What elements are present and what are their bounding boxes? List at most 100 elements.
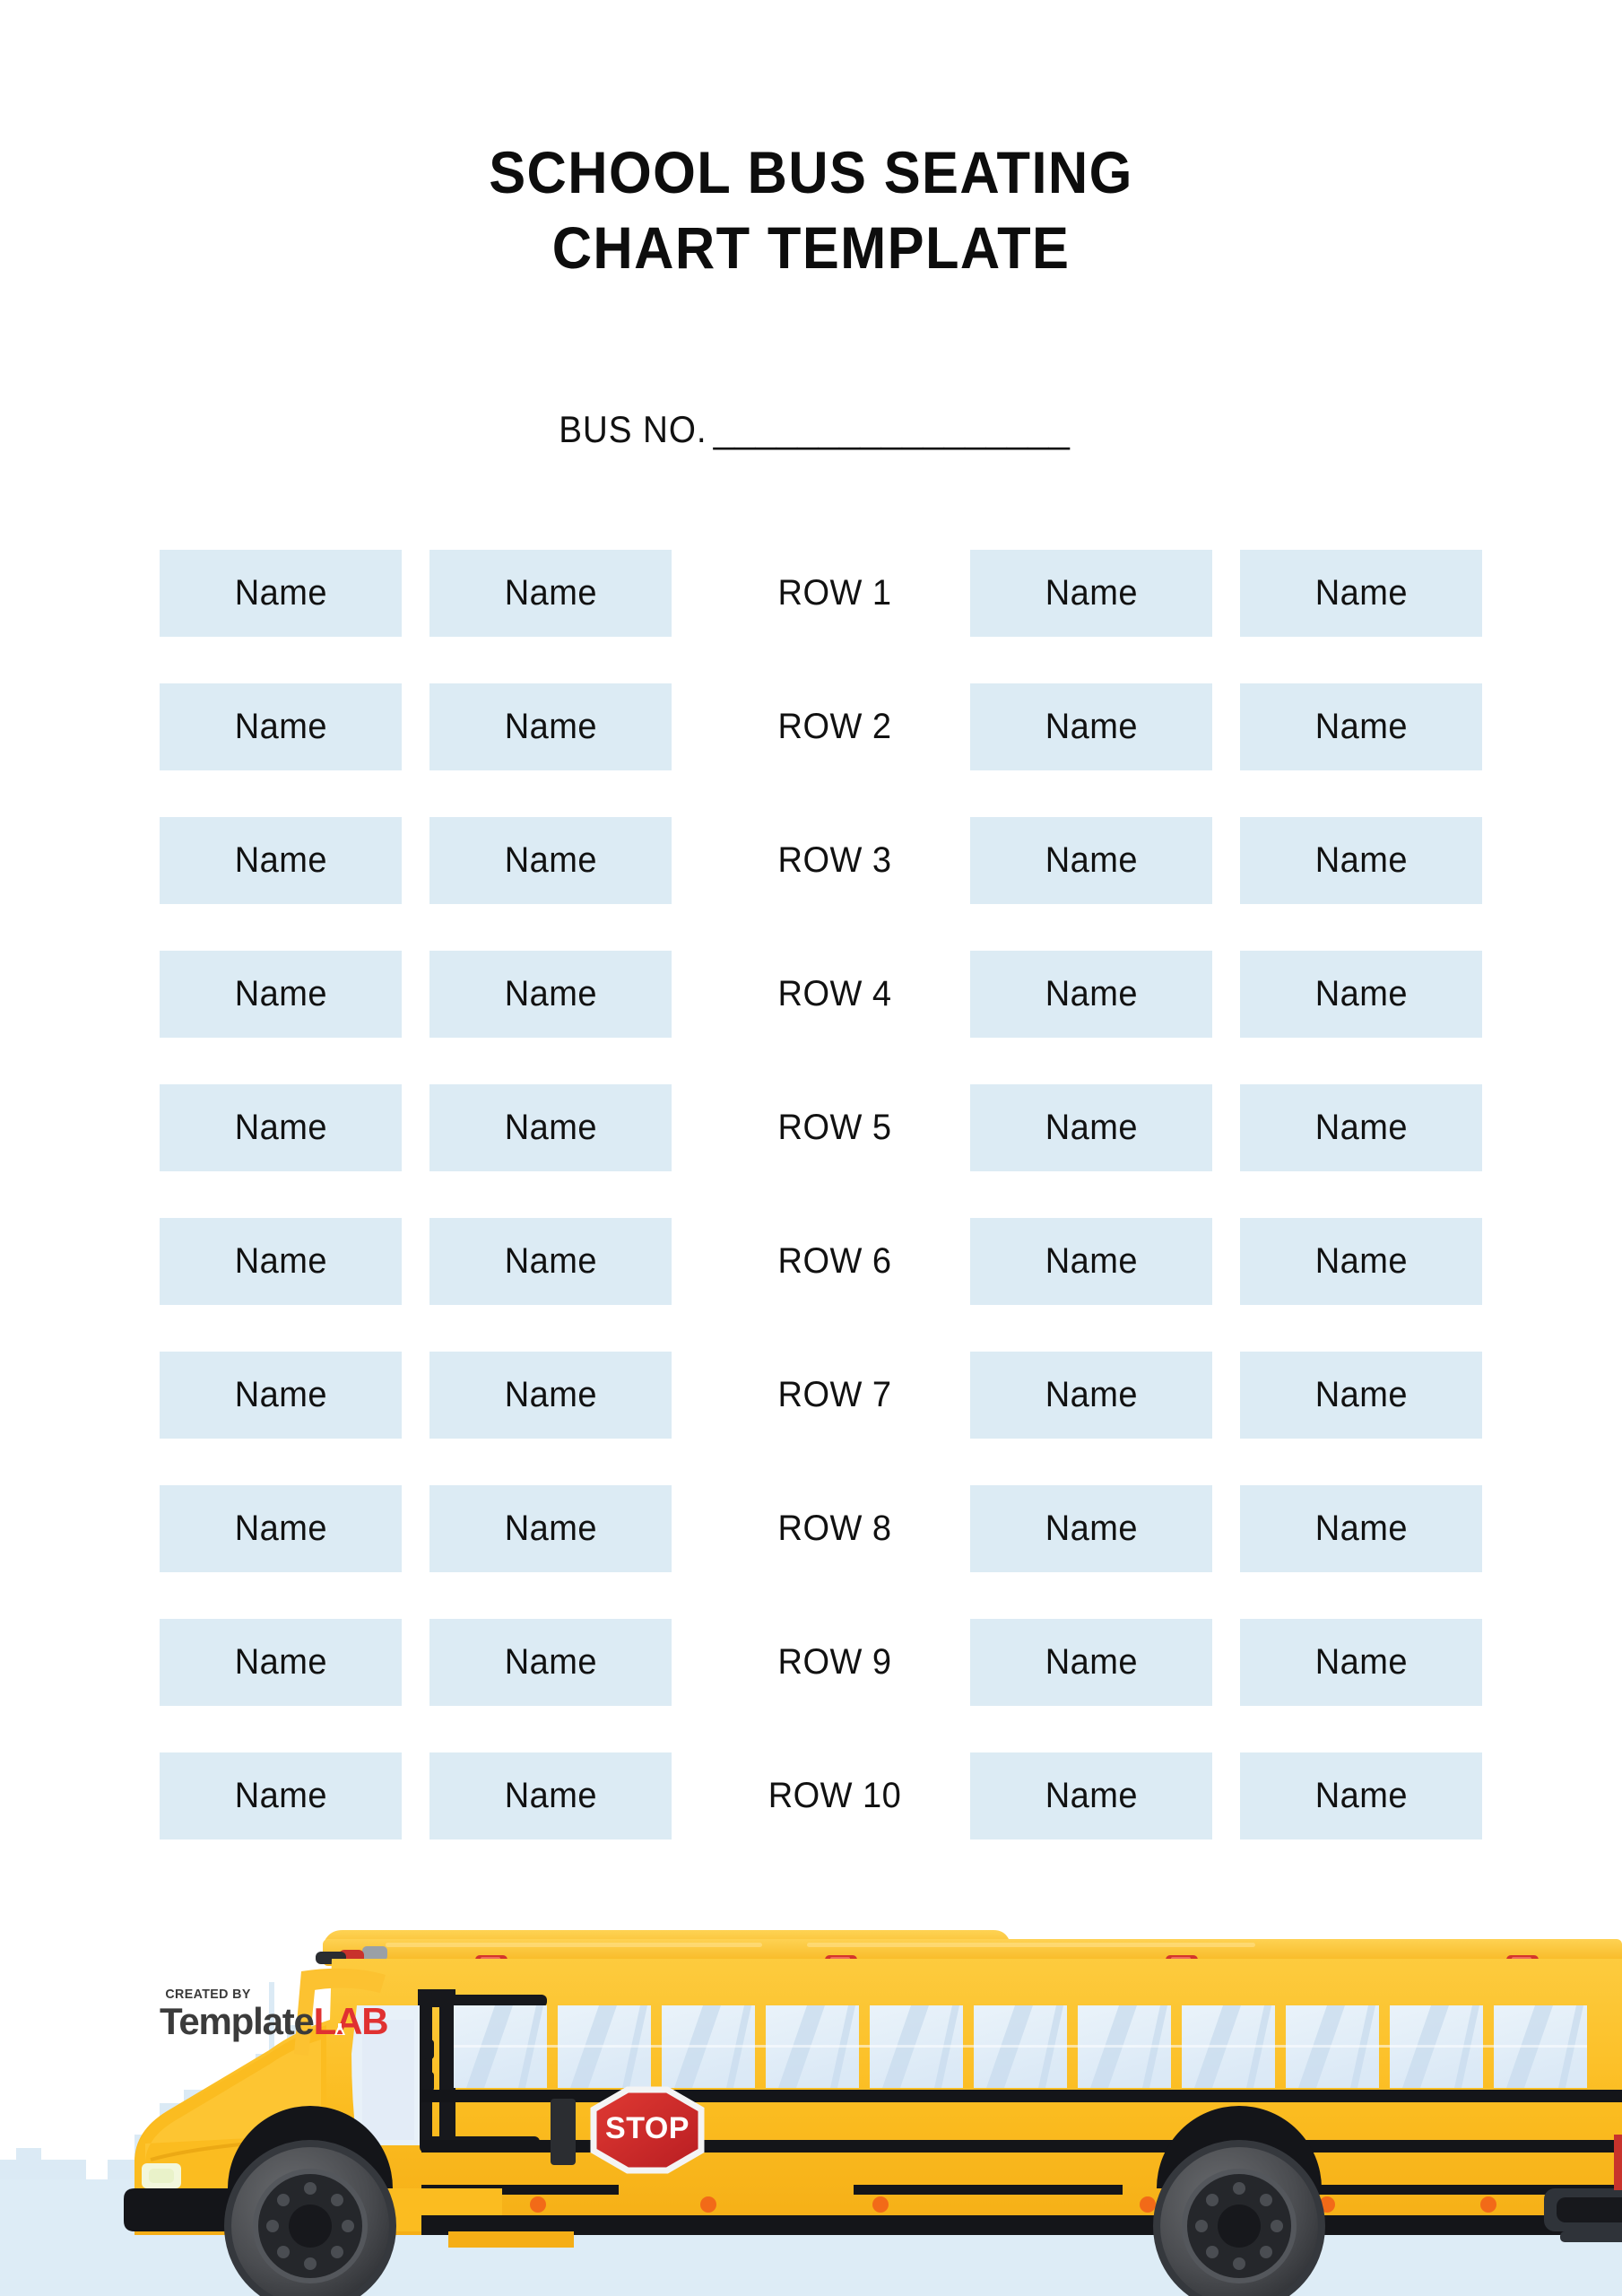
seat-name-placeholder: Name — [1314, 1241, 1408, 1281]
seat-cell[interactable]: Name — [160, 1485, 402, 1572]
seat-cell[interactable]: Name — [429, 817, 672, 904]
seat-name-placeholder: Name — [234, 1375, 327, 1414]
bus-number-field: BUS NO._________________ — [0, 408, 1622, 451]
stop-sign-icon: STOP — [551, 2086, 705, 2174]
seat-name-placeholder: Name — [1045, 707, 1138, 746]
seat-cell[interactable]: Name — [1240, 1218, 1482, 1305]
seat-cell[interactable]: Name — [429, 1352, 672, 1439]
seat-cell[interactable]: Name — [429, 1619, 672, 1706]
seat-name-placeholder: Name — [504, 573, 597, 613]
row-label: ROW 8 — [777, 1509, 892, 1548]
seat-cell[interactable]: Name — [970, 1752, 1212, 1839]
templatelab-logo: CREATED BY Template LAB — [160, 1987, 389, 2042]
seat-cell[interactable]: Name — [970, 1352, 1212, 1439]
seating-row: Name Name Name Name ROW 4 — [160, 951, 1482, 1084]
row-label: ROW 7 — [777, 1375, 892, 1414]
seat-cell[interactable]: Name — [429, 1084, 672, 1171]
row-label: ROW 5 — [777, 1108, 892, 1147]
seat-name-placeholder: Name — [1314, 1776, 1408, 1815]
seat-name-placeholder: Name — [1045, 1509, 1138, 1548]
logo-template-text: Template — [160, 2000, 315, 2042]
seat-cell[interactable]: Name — [429, 1218, 672, 1305]
seat-cell[interactable]: Name — [970, 1084, 1212, 1171]
seat-cell[interactable]: Name — [160, 817, 402, 904]
seat-cell[interactable]: Name — [1240, 683, 1482, 770]
seat-name-placeholder: Name — [504, 707, 597, 746]
seat-name-placeholder: Name — [1045, 573, 1138, 613]
seat-cell[interactable]: Name — [160, 683, 402, 770]
seat-name-placeholder: Name — [504, 1375, 597, 1414]
seat-name-placeholder: Name — [504, 840, 597, 880]
footer-illustration: STOP — [0, 1919, 1622, 2296]
seat-name-placeholder: Name — [234, 1108, 327, 1147]
row-label: ROW 2 — [777, 707, 892, 746]
seat-cell[interactable]: Name — [970, 817, 1212, 904]
seat-cell[interactable]: Name — [970, 1619, 1212, 1706]
seat-name-placeholder: Name — [1314, 707, 1408, 746]
seating-row: Name Name Name Name ROW 8 — [160, 1485, 1482, 1619]
seat-cell[interactable]: Name — [160, 1619, 402, 1706]
seat-cell[interactable]: Name — [160, 1752, 402, 1839]
seat-cell[interactable]: Name — [160, 1352, 402, 1439]
rear-bumper — [1544, 2188, 1622, 2242]
seat-name-placeholder: Name — [234, 573, 327, 613]
row-label: ROW 1 — [777, 573, 892, 613]
seat-cell[interactable]: Name — [970, 1485, 1212, 1572]
seat-name-placeholder: Name — [504, 1642, 597, 1682]
bus-windows — [454, 2005, 1587, 2088]
seat-name-placeholder: Name — [1045, 1776, 1138, 1815]
marker-lights — [530, 2196, 1496, 2213]
seat-cell[interactable]: Name — [160, 1084, 402, 1171]
seat-name-placeholder: Name — [504, 1108, 597, 1147]
title-line-1: SCHOOL BUS SEATING — [489, 139, 1133, 205]
seating-row: Name Name Name Name ROW 7 — [160, 1352, 1482, 1485]
seat-cell[interactable]: Name — [160, 951, 402, 1038]
seating-row: Name Name Name Name ROW 1 — [160, 550, 1482, 683]
flask-icon — [334, 2023, 345, 2035]
seat-name-placeholder: Name — [1045, 1108, 1138, 1147]
seat-name-placeholder: Name — [234, 707, 327, 746]
row-label: ROW 4 — [777, 974, 892, 1013]
seat-cell[interactable]: Name — [970, 1218, 1212, 1305]
seat-cell[interactable]: Name — [970, 550, 1212, 637]
seat-cell[interactable]: Name — [970, 951, 1212, 1038]
seat-name-placeholder: Name — [1314, 1642, 1408, 1682]
seat-name-placeholder: Name — [1045, 974, 1138, 1013]
seating-row: Name Name Name Name ROW 2 — [160, 683, 1482, 817]
seat-cell[interactable]: Name — [1240, 817, 1482, 904]
seat-name-placeholder: Name — [234, 1776, 327, 1815]
seat-cell[interactable]: Name — [1240, 1084, 1482, 1171]
seat-cell[interactable]: Name — [429, 1752, 672, 1839]
seat-name-placeholder: Name — [234, 840, 327, 880]
seat-cell[interactable]: Name — [429, 1485, 672, 1572]
seat-name-placeholder: Name — [1045, 840, 1138, 880]
seat-cell[interactable]: Name — [429, 683, 672, 770]
seat-name-placeholder: Name — [1314, 1108, 1408, 1147]
seat-cell[interactable]: Name — [1240, 1619, 1482, 1706]
seat-cell[interactable]: Name — [1240, 1752, 1482, 1839]
seat-cell[interactable]: Name — [429, 951, 672, 1038]
seat-cell[interactable]: Name — [970, 683, 1212, 770]
svg-text:STOP: STOP — [605, 2111, 690, 2145]
row-label: ROW 6 — [777, 1241, 892, 1281]
seat-cell[interactable]: Name — [160, 1218, 402, 1305]
seat-name-placeholder: Name — [504, 1776, 597, 1815]
seating-row: Name Name Name Name ROW 6 — [160, 1218, 1482, 1352]
seat-cell[interactable]: Name — [1240, 550, 1482, 637]
row-label: ROW 9 — [777, 1642, 892, 1682]
seat-cell[interactable]: Name — [1240, 1485, 1482, 1572]
seat-name-placeholder: Name — [504, 1509, 597, 1548]
row-label: ROW 3 — [777, 840, 892, 880]
seat-cell[interactable]: Name — [1240, 1352, 1482, 1439]
seat-name-placeholder: Name — [1314, 1375, 1408, 1414]
school-bus-illustration: STOP — [124, 1930, 1622, 2296]
title-line-2: CHART TEMPLATE — [551, 214, 1071, 282]
seat-name-placeholder: Name — [1045, 1241, 1138, 1281]
bus-number-blank-line[interactable]: _________________ — [713, 408, 1070, 450]
seat-name-placeholder: Name — [504, 974, 597, 1013]
logo-lab-text: LAB — [314, 2003, 389, 2040]
seat-cell[interactable]: Name — [1240, 951, 1482, 1038]
seat-cell[interactable]: Name — [429, 550, 672, 637]
seat-cell[interactable]: Name — [160, 550, 402, 637]
